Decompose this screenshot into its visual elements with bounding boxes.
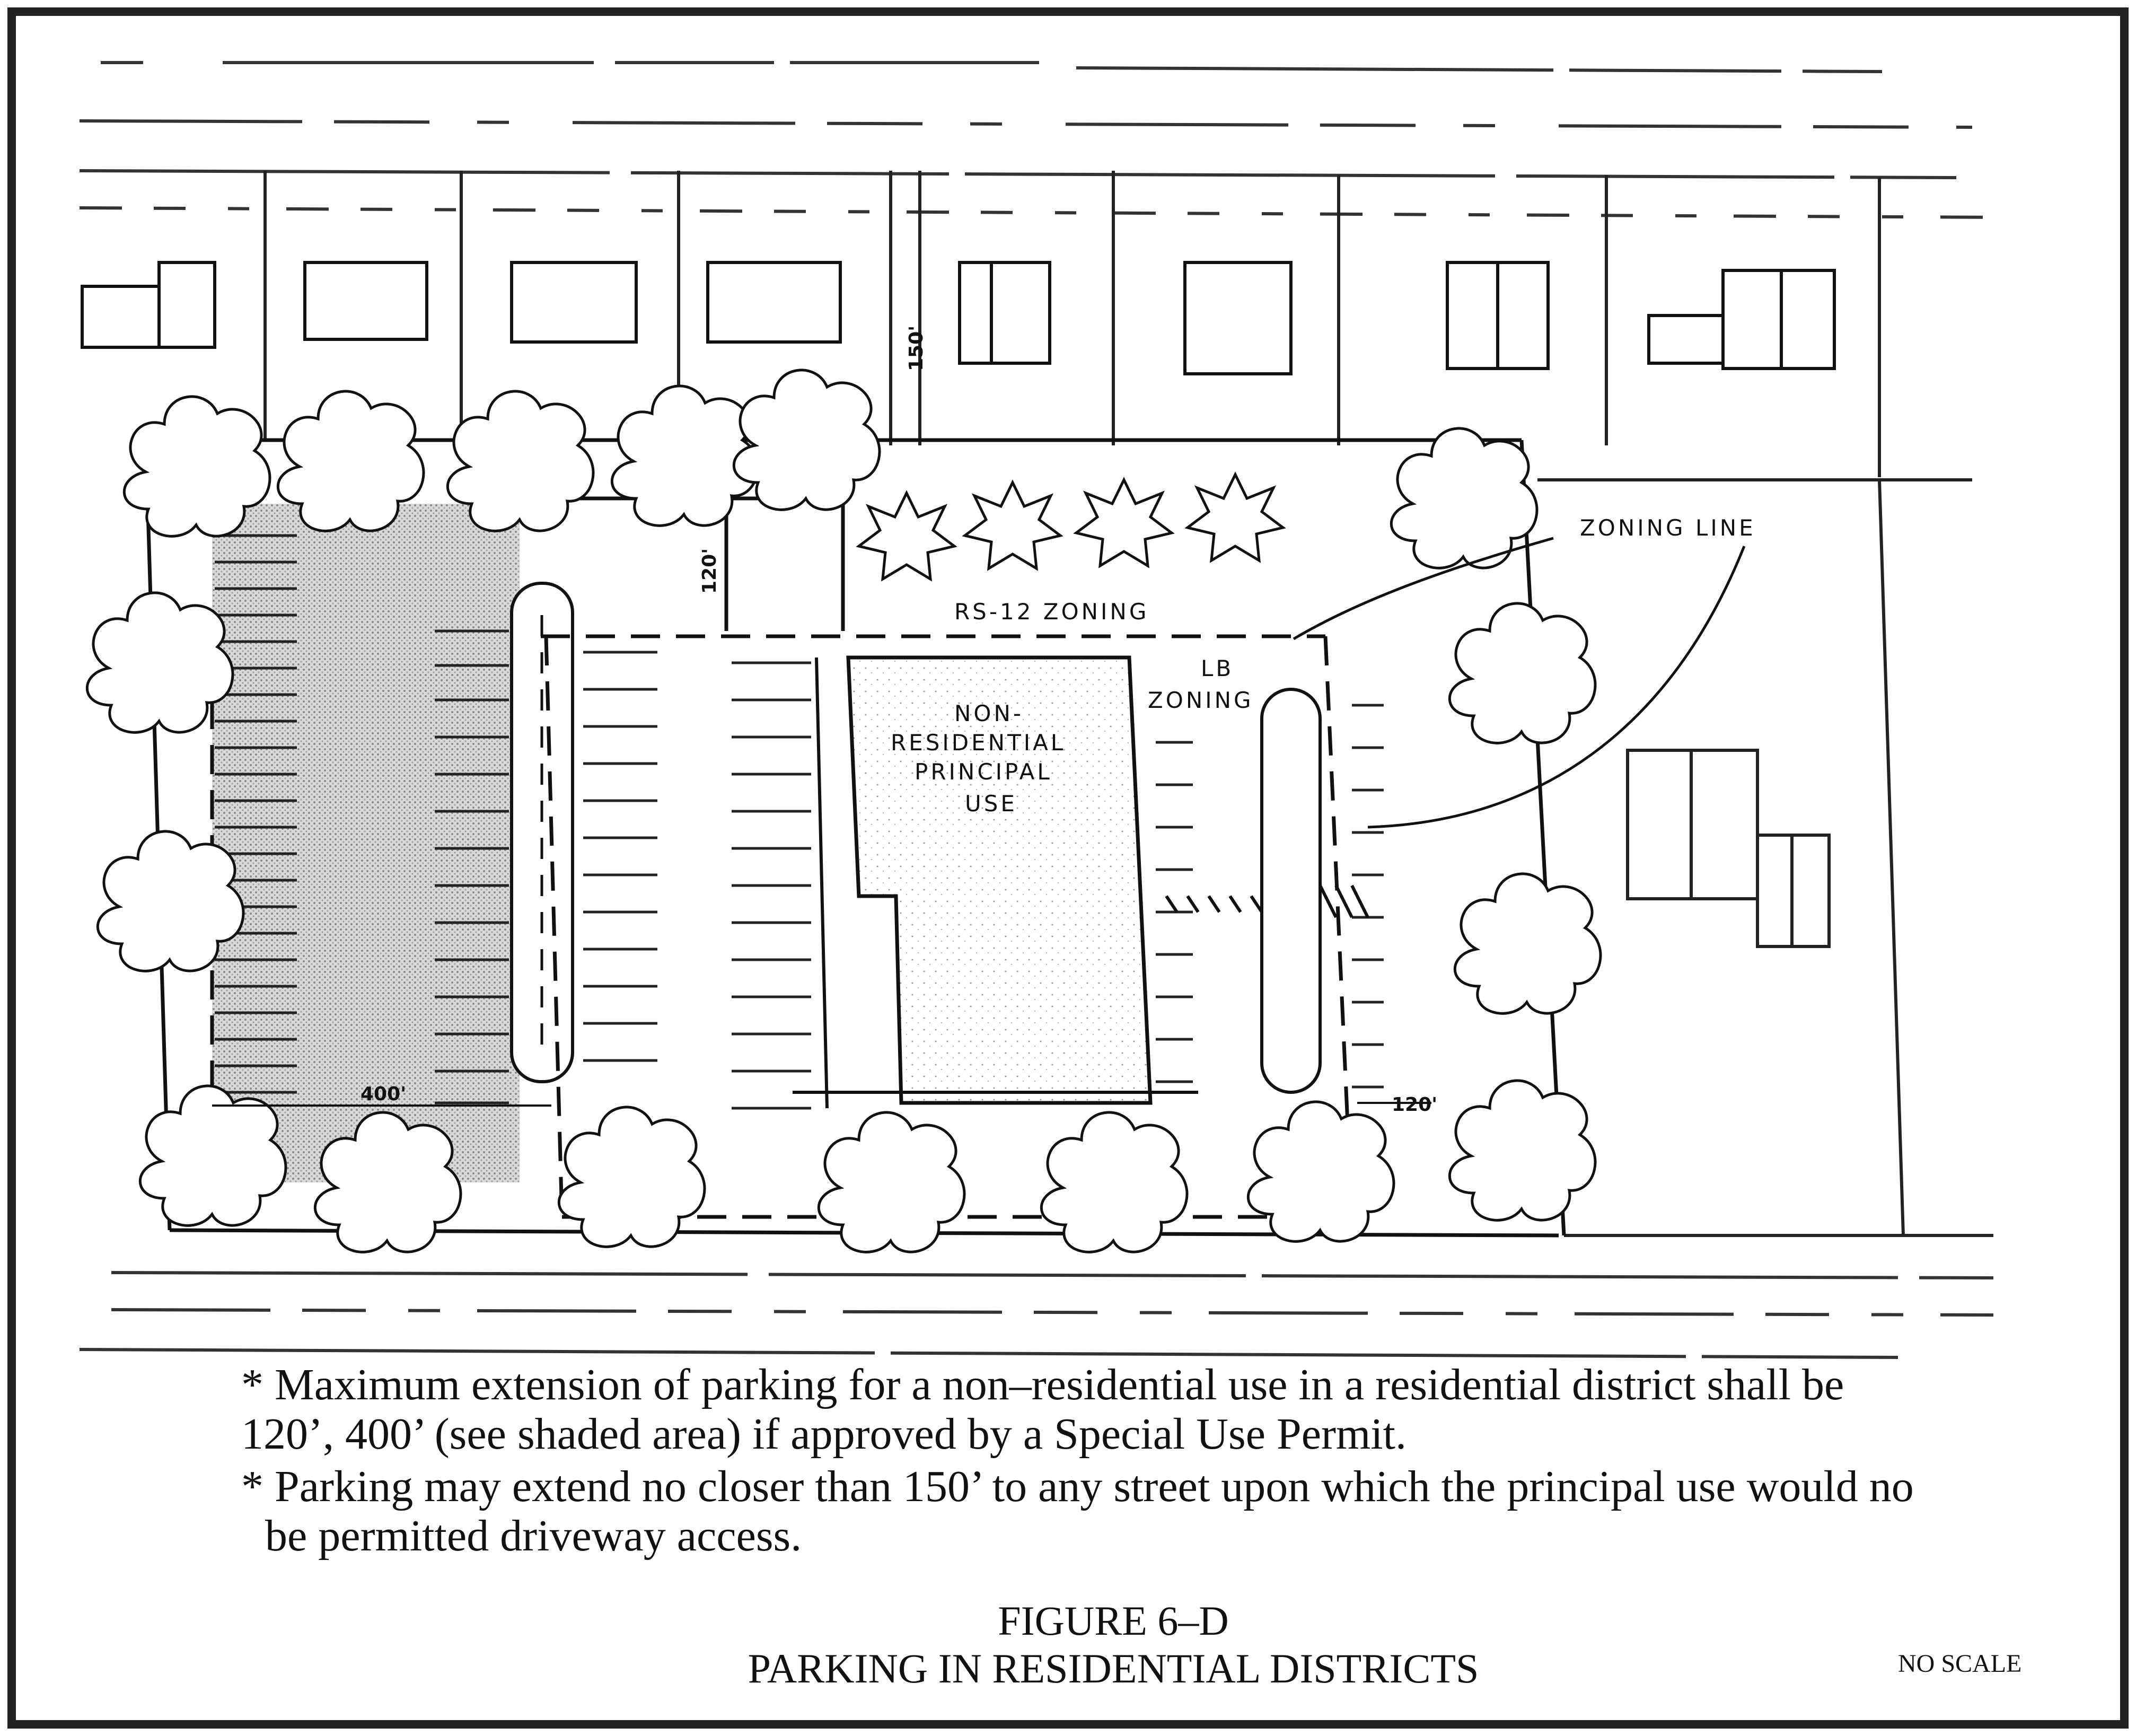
notes: * Maximum extension of parking for a non… (241, 1360, 2033, 1560)
street-bottom (79, 1271, 1994, 1359)
parking-stall-stripes (215, 534, 1384, 1110)
dim-120-right: 120' (1392, 1094, 1437, 1116)
adjacent-residential-lot (1537, 478, 1993, 1237)
note-1-line-1: * Maximum extension of parking for a non… (241, 1360, 1844, 1409)
note-1: * Maximum extension of parking for a non… (241, 1360, 2033, 1459)
no-scale-label: NO SCALE (1898, 1650, 2022, 1678)
dimension-lines (212, 525, 1431, 1107)
note-2-line-2: be permitted driveway access. (265, 1511, 802, 1560)
lb-zoning-label: ZONING (1148, 687, 1254, 713)
dim-120-top: 120' (699, 548, 720, 594)
use-label-line2: RESIDENTIAL (891, 730, 1066, 756)
use-label-line4: USE (965, 791, 1017, 817)
lb-label: LB (1201, 655, 1234, 681)
zoning-line-leader (1293, 537, 1746, 829)
zoning-line-label: ZONING LINE (1580, 515, 1756, 541)
dim-400: 400' (361, 1083, 406, 1105)
parking-island-right (1260, 688, 1322, 1094)
figure-number: FIGURE 6–D (998, 1598, 1229, 1644)
hatched-stalls (1165, 884, 1369, 918)
figure-caption: FIGURE 6–D PARKING IN RESIDENTIAL DISTRI… (530, 1597, 1697, 1693)
use-label-line3: PRINCIPAL (915, 759, 1052, 785)
note-1-line-2: 120’, 400’ (see shaded area) if approved… (241, 1409, 1407, 1459)
note-2: * Parking may extend no closer than 150’… (241, 1462, 2033, 1560)
dim-150: 150' (906, 326, 927, 371)
principal-use-building (846, 655, 1153, 1105)
street-top (79, 61, 2005, 219)
figure-title: PARKING IN RESIDENTIAL DISTRICTS (748, 1645, 1479, 1691)
use-label-line1: NON- (954, 700, 1024, 726)
figure-border (7, 7, 2129, 1729)
rs12-zoning-label: RS-12 ZONING (954, 599, 1149, 625)
residential-lot-lines (263, 171, 1881, 477)
shrubs (859, 475, 1283, 579)
house-footprints (81, 261, 1836, 375)
shaded-parking-area (212, 504, 520, 1182)
parking-island-left (510, 582, 574, 1083)
note-2-line-1: * Parking may extend no closer than 150’… (241, 1462, 1914, 1511)
